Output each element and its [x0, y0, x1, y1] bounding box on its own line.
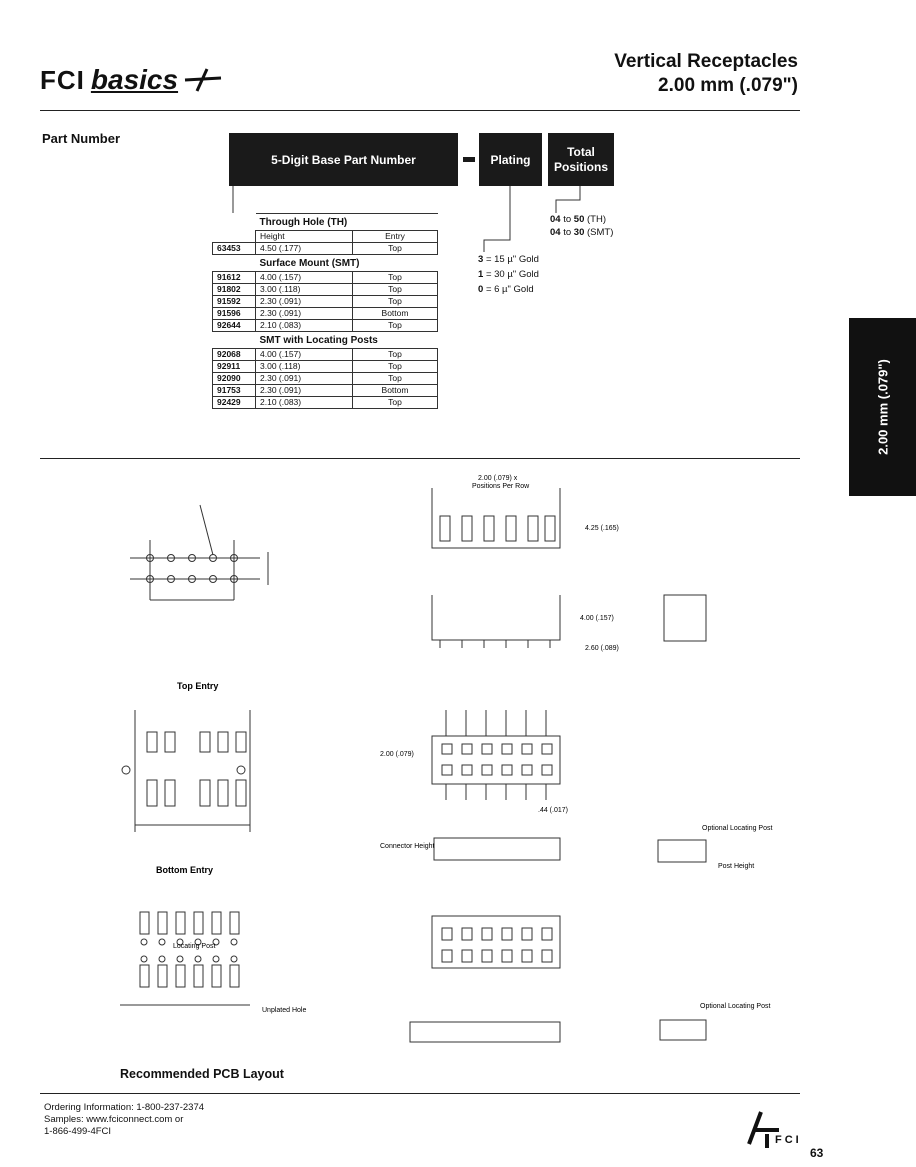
technical-drawings: Top Entry Bottom Entry 2.00 (.079) x Pos… — [120, 475, 772, 1043]
table-row-part: 91802 — [212, 283, 256, 296]
table-row-height: 2.30 (.091) — [255, 295, 353, 308]
separator-dash — [463, 157, 475, 162]
table-row-part: 92068 — [212, 348, 256, 361]
locating-post-label: Locating Post — [173, 943, 215, 950]
table-row-part: 92429 — [212, 396, 256, 409]
part-number-leader-lines — [232, 186, 581, 252]
table-row-part: 92090 — [212, 372, 256, 385]
table-row-height: 2.10 (.083) — [255, 319, 353, 332]
table-row-entry: Top — [352, 348, 438, 361]
connector-height-label: Connector Height — [380, 843, 435, 850]
dim-post-label: 2.60 (.089) — [585, 645, 619, 652]
base-part-number-block: 5-Digit Base Part Number — [229, 133, 458, 186]
fci-footer-logo: FCI — [745, 1108, 799, 1153]
part-number-table: Through Hole (TH) Height Entry 63453 4.5… — [212, 213, 438, 409]
optional-post-label-2: Optional Locating Post — [700, 1003, 770, 1010]
col-entry: Entry — [352, 230, 438, 243]
table-row-entry: Top — [352, 242, 438, 255]
unplated-hole-label: Unplated Hole — [262, 1007, 306, 1014]
table-row-entry: Top — [352, 295, 438, 308]
table-row-entry: Bottom — [352, 384, 438, 397]
table-row-part: 92644 — [212, 319, 256, 332]
page-title: Vertical Receptacles 2.00 mm (.079") — [614, 50, 798, 98]
dim-height-label: 4.25 (.165) — [585, 525, 619, 532]
table-row-part: 92911 — [212, 360, 256, 373]
table-row-entry: Top — [352, 319, 438, 332]
table-row-entry: Top — [352, 271, 438, 284]
dim-pad-label: .44 (.017) — [538, 807, 568, 814]
section-rule — [40, 458, 800, 459]
side-tab-label: 2.00 mm (.079") — [875, 359, 890, 455]
positions-block: Total Positions — [548, 133, 614, 186]
table-row-height: 4.00 (.157) — [255, 271, 353, 284]
phone-line: 1-866-499-4FCI — [44, 1126, 112, 1137]
top-entry-label: Top Entry — [177, 681, 218, 691]
table-row-height: 2.30 (.091) — [255, 384, 353, 397]
lp-title: SMT with Locating Posts — [255, 331, 438, 349]
table-row-part: 63453 — [212, 242, 256, 255]
dim-row-label: 2.00 (.079) — [380, 751, 414, 758]
plating-block: Plating — [479, 133, 542, 186]
footer-brand: FCI — [775, 1134, 802, 1146]
table-row-height: 2.30 (.091) — [255, 372, 353, 385]
ordering-info: Ordering Information: 1-800-237-2374 Sam… — [44, 1102, 204, 1138]
plating-option: 3 = 15 µ" Gold — [478, 254, 539, 265]
table-row-entry: Top — [352, 372, 438, 385]
table-row-height: 2.30 (.091) — [255, 307, 353, 320]
th-title: Through Hole (TH) — [255, 213, 438, 231]
dim-positions-label: Positions Per Row — [472, 483, 530, 490]
plating-options: 3 = 15 µ" Gold 1 = 30 µ" Gold 0 = 6 µ" G… — [478, 252, 539, 297]
optional-post-label: Optional Locating Post — [702, 825, 772, 832]
table-row-entry: Top — [352, 396, 438, 409]
col-height: Height — [255, 230, 353, 243]
samples-line: Samples: www.fciconnect.com or — [44, 1114, 184, 1125]
footer-rule — [40, 1093, 800, 1094]
positions-options: 04 to 50 (TH) 04 to 30 (SMT) — [550, 213, 613, 239]
ordering-line: Ordering Information: 1-800-237-2374 — [44, 1102, 205, 1113]
table-row-height: 4.50 (.177) — [255, 242, 353, 255]
table-row-height: 3.00 (.118) — [255, 283, 353, 296]
table-row-height: 2.10 (.083) — [255, 396, 353, 409]
page-number: 63 — [810, 1146, 824, 1160]
dim-pitch-label: 2.00 (.079) x — [478, 475, 518, 482]
table-row-height: 3.00 (.118) — [255, 360, 353, 373]
table-row-entry: Bottom — [352, 307, 438, 320]
post-height-label: Post Height — [718, 863, 754, 870]
dim-height2-label: 4.00 (.157) — [580, 615, 614, 622]
pcb-layout-title: Recommended PCB Layout — [120, 1067, 284, 1081]
smt-title: Surface Mount (SMT) — [255, 254, 438, 272]
plating-option: 0 = 6 µ" Gold — [478, 284, 534, 295]
table-row-entry: Top — [352, 283, 438, 296]
plating-option: 1 = 30 µ" Gold — [478, 269, 539, 280]
logo-cross-icon — [184, 68, 221, 92]
positions-block-line1: Total — [567, 144, 595, 159]
table-row-entry: Top — [352, 360, 438, 373]
section-side-tab: 2.00 mm (.079") — [849, 318, 916, 496]
table-row-part: 91592 — [212, 295, 256, 308]
title-line-1: Vertical Receptacles — [614, 51, 798, 72]
positions-option: 04 to 50 (TH) — [550, 214, 606, 225]
title-line-2: 2.00 mm (.079") — [658, 75, 798, 96]
positions-option: 04 to 30 (SMT) — [550, 227, 614, 238]
logo-fci-text: FCI — [40, 65, 85, 95]
header-rule — [40, 110, 800, 111]
fci-mark-icon — [747, 1111, 779, 1148]
part-number-label: Part Number — [42, 131, 121, 146]
table-row-part: 91753 — [212, 384, 256, 397]
logo-basics-text: basics — [90, 64, 179, 95]
table-row-part: 91612 — [212, 271, 256, 284]
table-row-height: 4.00 (.157) — [255, 348, 353, 361]
bottom-entry-label: Bottom Entry — [156, 865, 213, 875]
table-row-part: 91596 — [212, 307, 256, 320]
positions-block-line2: Positions — [553, 159, 608, 174]
